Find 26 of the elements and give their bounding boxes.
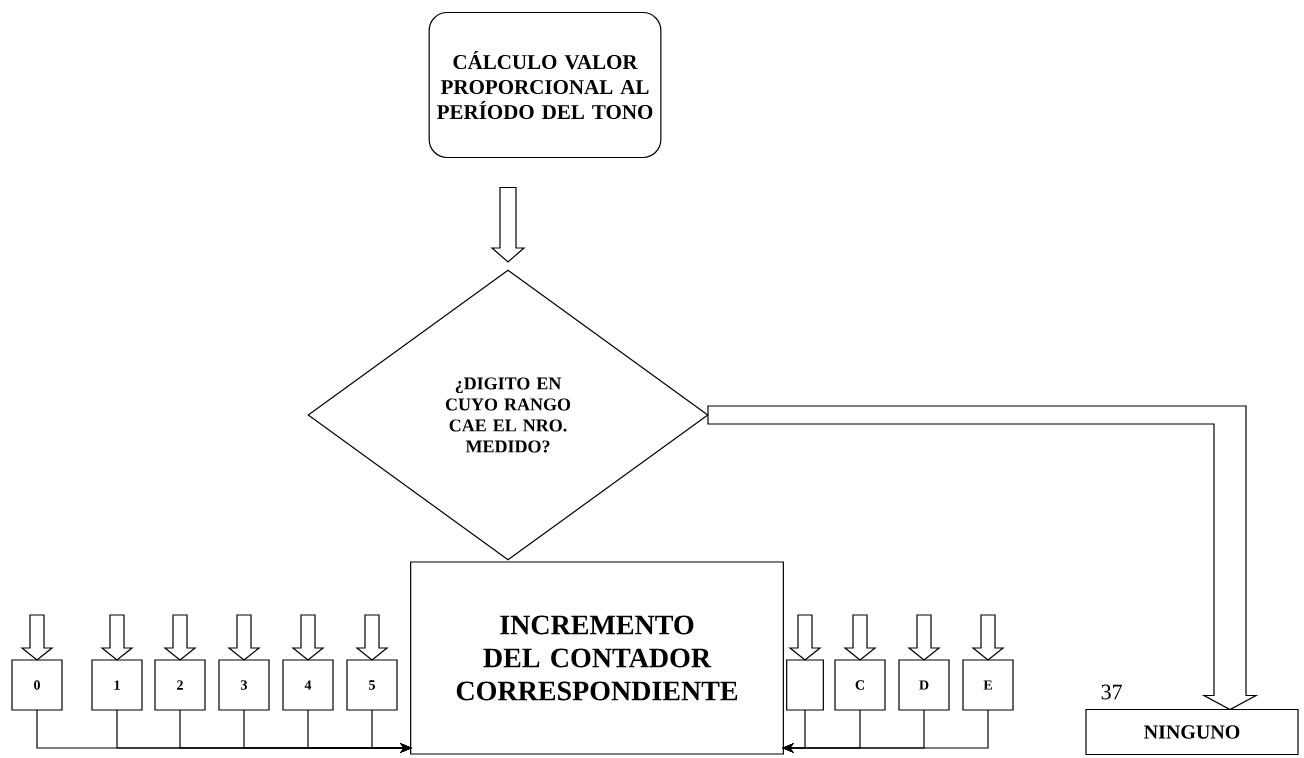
counter-box: INCREMENTO DEL CONTADOR CORRESPONDIENTE <box>410 561 784 755</box>
counter-box <box>786 659 824 711</box>
counter-box: 4 <box>282 659 334 711</box>
block-arrow <box>843 614 877 661</box>
block-arrow <box>20 614 54 661</box>
counter-box: D <box>898 659 950 711</box>
process-box: CÁLCULO VALOR PROPORCIONAL AL PERÍODO DEL TONO <box>428 11 662 159</box>
block-arrow <box>355 614 389 661</box>
counter-box: C <box>834 659 886 711</box>
counter-box: NINGUNO <box>1085 708 1299 756</box>
block-arrow <box>163 614 197 661</box>
block-arrow <box>227 614 261 661</box>
counter-box: 5 <box>346 659 398 711</box>
block-arrow <box>100 614 134 661</box>
counter-box: 2 <box>154 659 206 711</box>
block-arrow <box>971 614 1005 661</box>
counter-box: 0 <box>11 659 63 711</box>
block-arrow <box>707 405 1259 711</box>
block-arrow <box>907 614 941 661</box>
counter-box: 1 <box>91 659 143 711</box>
counter-box: E <box>962 659 1014 711</box>
connector-line <box>782 709 989 754</box>
counter-box: 3 <box>218 659 270 711</box>
block-arrow <box>291 614 325 661</box>
block-arrow <box>788 614 822 661</box>
block-arrow <box>490 186 526 263</box>
